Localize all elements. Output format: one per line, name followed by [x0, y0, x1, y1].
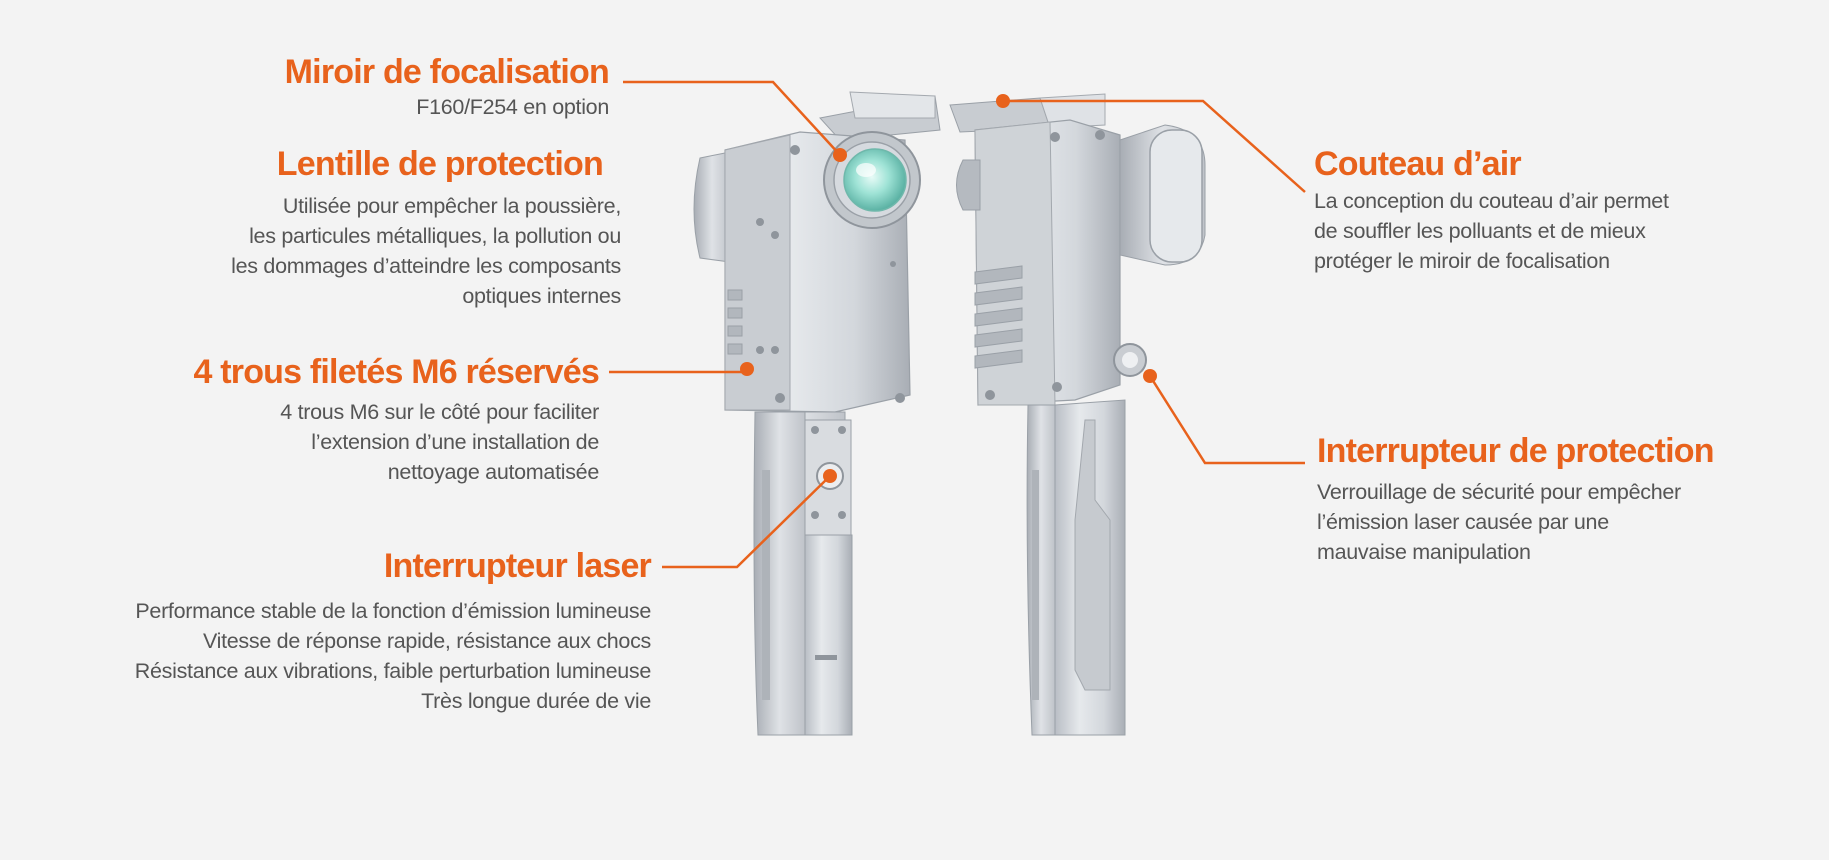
- interrupteur-laser-callout: Interrupteur laser Performance stable de…: [134, 546, 652, 716]
- lentille-desc-line: les dommages d’atteindre les composants: [231, 254, 621, 278]
- trous-dot: [740, 362, 754, 376]
- lentille-desc-line: les particules métalliques, la pollution…: [249, 224, 621, 248]
- trous-title: 4 trous filetés M6 réservés: [193, 353, 599, 391]
- right-welding-head: [949, 93, 1206, 736]
- interrupteur-laser-desc-line: Très longue durée de vie: [421, 689, 651, 713]
- lentille-callout: Lentille de protection: [276, 144, 604, 184]
- interrupteur-laser-leader-line: [662, 475, 831, 569]
- miroir-title: Miroir de focalisation: [284, 53, 610, 91]
- lentille-description: Utilisée pour empêcher la poussière, les…: [231, 191, 621, 311]
- couteau-desc-line: La conception du couteau d’air permet: [1314, 189, 1669, 213]
- interrupteur-protection-callout: Interrupteur de protection Verrouillage …: [1317, 431, 1714, 567]
- interrupteur-protection-desc-line: Verrouillage de sécurité pour empêcher: [1317, 480, 1681, 504]
- couteau-desc-line: de souffler les polluants et de mieux: [1314, 219, 1646, 243]
- interrupteur-protection-dot: [1143, 369, 1157, 383]
- interrupteur-laser-dot: [823, 469, 837, 483]
- lentille-desc-line: Utilisée pour empêcher la poussière,: [282, 194, 621, 218]
- lentille-desc-line: optiques internes: [462, 284, 621, 308]
- trous-desc-line: nettoyage automatisée: [387, 460, 600, 484]
- interrupteur-laser-desc-line: Résistance aux vibrations, faible pertur…: [134, 659, 652, 683]
- interrupteur-laser-desc-line: Performance stable de la fonction d’émis…: [135, 599, 651, 623]
- couteau-leader-line: [1003, 99, 1306, 193]
- trous-desc-line: 4 trous M6 sur le côté pour faciliter: [280, 400, 599, 424]
- interrupteur-protection-leader-line: [1148, 375, 1305, 465]
- couteau-callout: Couteau d’air La conception du couteau d…: [1314, 144, 1669, 276]
- couteau-title: Couteau d’air: [1314, 145, 1522, 183]
- interrupteur-protection-desc-line: mauvaise manipulation: [1317, 540, 1531, 564]
- trous-desc-line: l’extension d’une installation de: [311, 430, 599, 454]
- trous-callout: 4 trous filetés M6 réservés 4 trous M6 s…: [193, 352, 599, 487]
- interrupteur-laser-desc-line: Vitesse de réponse rapide, résistance au…: [202, 629, 651, 653]
- couteau-dot: [996, 94, 1010, 108]
- interrupteur-laser-title: Interrupteur laser: [383, 547, 652, 585]
- left-welding-head: [693, 91, 941, 736]
- miroir-callout: Miroir de focalisation F160/F254 en opti…: [284, 52, 610, 122]
- couteau-desc-line: protéger le miroir de focalisation: [1314, 249, 1610, 273]
- miroir-leader-line: [623, 80, 841, 156]
- lentille-title: Lentille de protection: [276, 145, 604, 183]
- interrupteur-protection-title: Interrupteur de protection: [1317, 432, 1714, 470]
- miroir-desc-line: F160/F254 en option: [416, 95, 609, 119]
- interrupteur-protection-desc-line: l’émission laser causée par une: [1317, 510, 1609, 534]
- miroir-dot: [833, 148, 847, 162]
